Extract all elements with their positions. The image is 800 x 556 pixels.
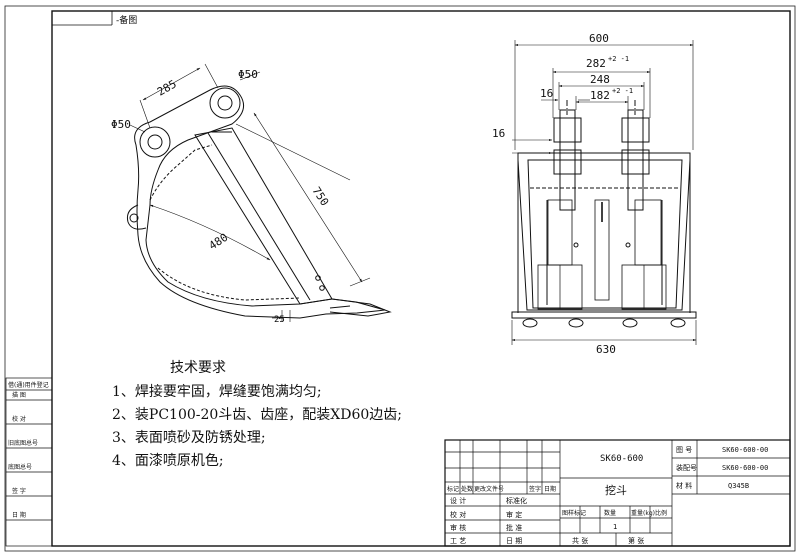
label-drawing-no: 图 号 <box>676 446 692 454</box>
role-check: 校 对 <box>450 510 466 519</box>
requirement-item-1: 1、焊接要牢固，焊缝要饱满均匀; <box>112 383 322 400</box>
role-standard: 标准化 <box>506 496 527 505</box>
dim-282: 282 <box>586 57 606 70</box>
front-view <box>511 100 697 328</box>
stage-header-scale: 比例 <box>655 509 667 517</box>
requirements-title: 技术要求 <box>170 360 226 376</box>
material-value: Q345B <box>728 482 749 490</box>
strip-row-1: 借(通)用件登记 <box>8 381 49 389</box>
quantity-value: 1 <box>613 523 617 531</box>
stamp-text: -备图 <box>116 14 137 26</box>
dim-25: 25 <box>274 315 285 325</box>
drawing-number: SK60-600-00 <box>722 446 768 454</box>
inner-border <box>51 10 791 547</box>
strip-row-3: 校 对 <box>12 415 26 423</box>
rev-header-date: 日期 <box>544 485 556 493</box>
label-material: 材 料 <box>676 481 692 490</box>
dim-285: 285 <box>155 77 179 98</box>
role-design: 设 计 <box>450 496 466 505</box>
sheet-total: 共 张 <box>572 536 588 545</box>
role-ratify: 批 准 <box>506 523 522 532</box>
role-review: 审 核 <box>450 523 466 532</box>
requirement-item-2: 2、装PC100-20斗齿、齿座，配装XD60边齿; <box>112 407 402 423</box>
dim-182: 182 <box>590 89 610 102</box>
dim-600: 600 <box>589 32 609 45</box>
stage-header-weight: 重量(kg) <box>631 509 655 517</box>
strip-row-4: 旧底图总号 <box>8 439 38 447</box>
strip-row-6: 签 字 <box>12 487 26 495</box>
dim-16-side: 16 <box>492 127 505 140</box>
role-approve: 审 定 <box>506 510 522 519</box>
dim-630: 630 <box>596 343 616 356</box>
rev-header-sign: 签字 <box>529 485 541 493</box>
assembly-number: SK60-600-00 <box>722 464 768 472</box>
stage-header-qty: 数量 <box>604 509 616 517</box>
dim-480: 480 <box>207 231 231 253</box>
dim-phi50-left: Φ50 <box>111 118 131 131</box>
rev-header-doc: 更改文件号 <box>474 485 504 493</box>
dim-16-top: 16 <box>540 87 553 100</box>
strip-row-7: 日 期 <box>12 511 26 519</box>
sheet-number: 第 张 <box>628 536 644 545</box>
role-process: 工 艺 <box>450 537 466 545</box>
side-view-dimensions <box>129 63 371 322</box>
rev-header-count: 处数 <box>461 485 473 493</box>
rev-header-mark: 标记 <box>447 485 459 493</box>
dim-182-tolerance: +2 -1 <box>612 87 633 95</box>
outer-border <box>4 5 796 552</box>
part-name: 挖斗 <box>605 483 627 497</box>
stage-header-mark: 图样标记 <box>562 509 586 517</box>
requirement-item-3: 3、表面喷砂及防锈处理; <box>112 430 266 446</box>
model-code: SK60-600 <box>600 454 643 464</box>
label-assembly-no: 装配号 <box>676 463 697 472</box>
role-date: 日 期 <box>506 537 522 545</box>
left-strip <box>5 377 53 547</box>
strip-row-5: 底图总号 <box>8 463 32 471</box>
title-block <box>444 439 791 547</box>
dim-282-tolerance: +2 -1 <box>608 55 629 63</box>
requirement-item-4: 4、面漆喷原机色; <box>112 452 224 469</box>
front-view-dimensions <box>511 40 697 345</box>
dim-phi50-top: Φ50 <box>238 68 258 81</box>
dim-248: 248 <box>590 73 610 86</box>
strip-row-2: 描 图 <box>12 391 26 399</box>
technical-requirements: 技术要求 1、焊接要牢固，焊缝要饱满均匀; 2、装PC100-20斗齿、齿座，配… <box>112 360 402 469</box>
